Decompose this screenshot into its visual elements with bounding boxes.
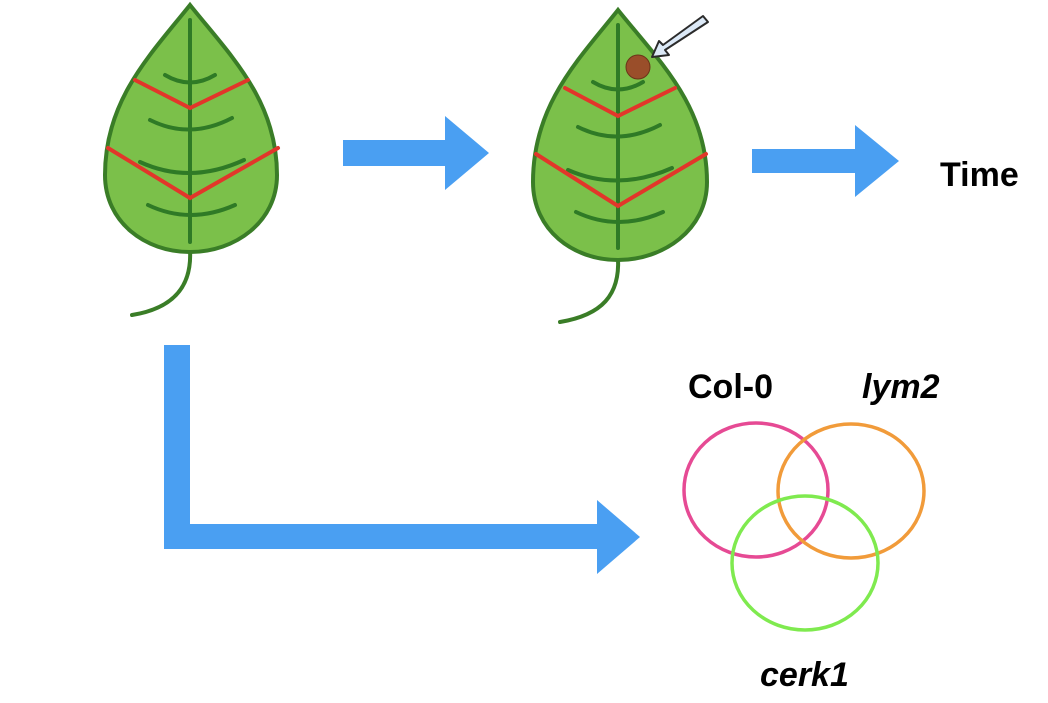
- leaf-veins: [138, 18, 246, 244]
- cut-lines: [534, 86, 708, 209]
- leaf-stem: [130, 248, 193, 317]
- arrow-right-2: [752, 125, 899, 197]
- leaf-veins: [566, 23, 674, 250]
- col0-circle: [682, 421, 830, 559]
- lym2-label: lym2: [862, 368, 940, 406]
- venn-diagram: [682, 421, 926, 632]
- leaf-stem: [558, 256, 621, 324]
- cerk1-circle: [730, 494, 880, 632]
- leaf-after-icon: [530, 6, 710, 324]
- lesion-spot-icon: [625, 54, 651, 80]
- cerk1-label: cerk1: [760, 656, 849, 694]
- col0-label: Col-0: [688, 368, 773, 406]
- arrow-l-shaped: [164, 345, 640, 574]
- leaf-before-icon: [102, 1, 280, 317]
- time-label: Time: [940, 156, 1019, 194]
- cut-lines: [106, 78, 280, 201]
- arrow-right-1: [343, 116, 489, 190]
- lym2-circle: [776, 422, 926, 560]
- pointer-arrow-icon: [651, 15, 709, 58]
